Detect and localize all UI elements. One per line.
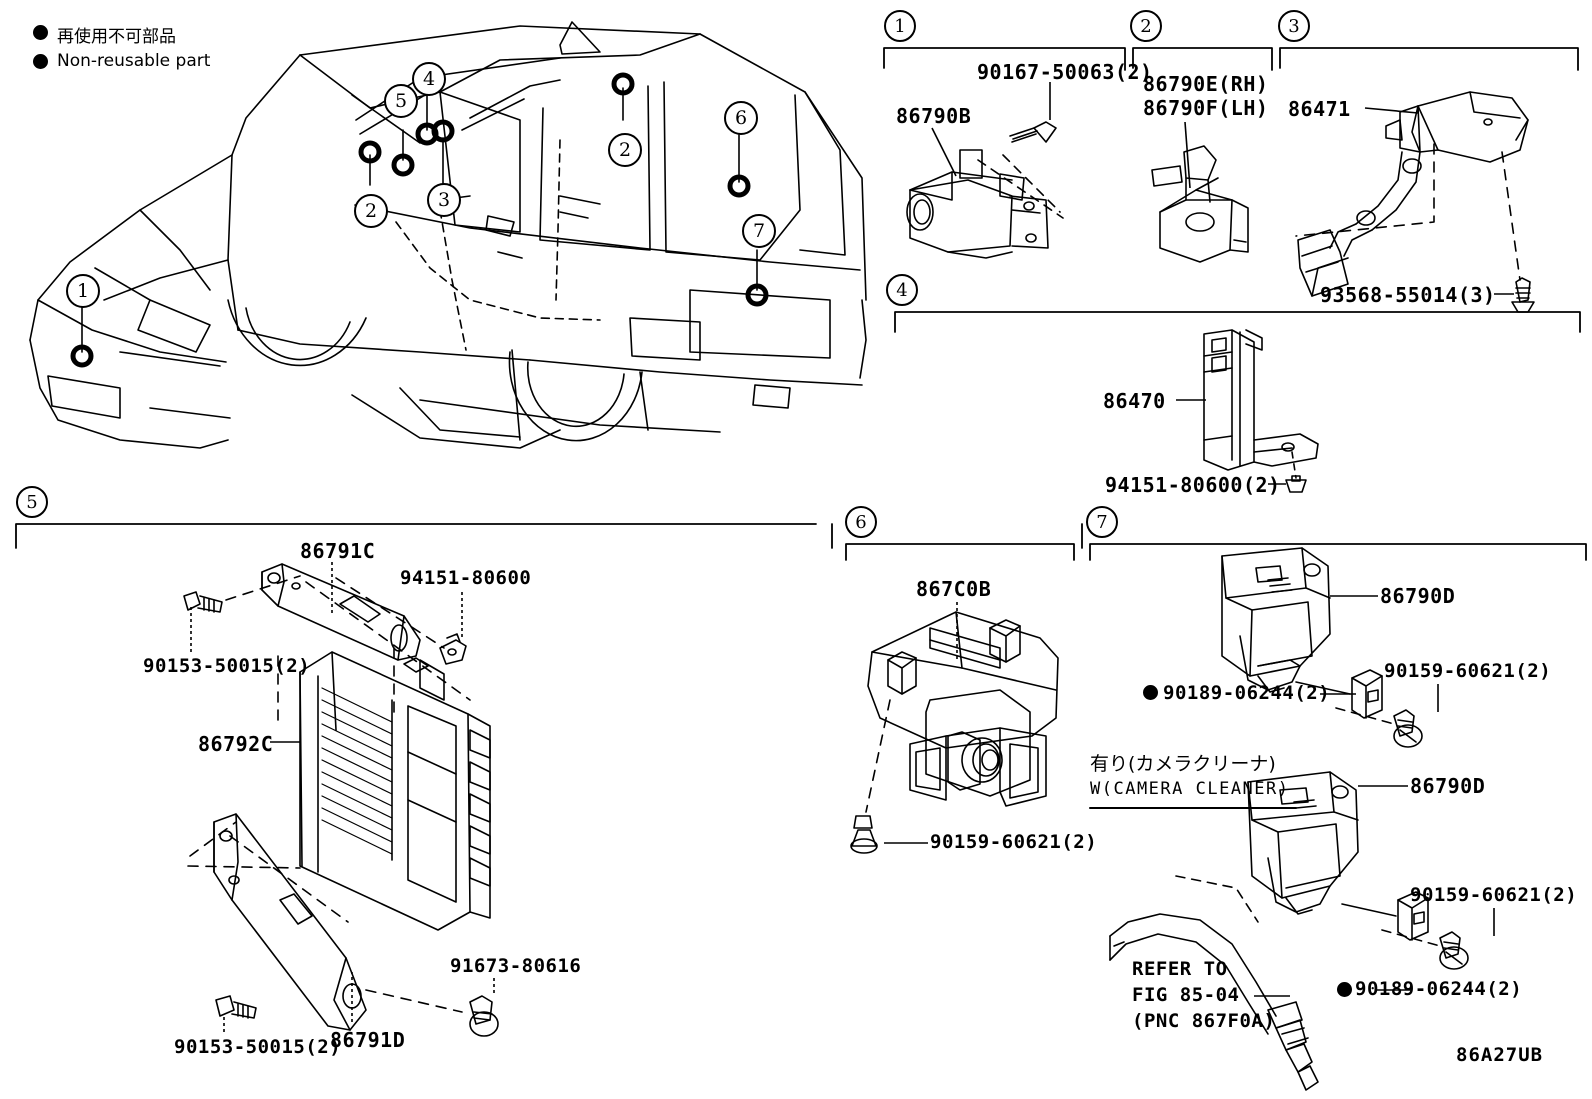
vehicle-callout-5[interactable]: 5 [384,84,418,118]
nonreusable-dot-90189-upper [1143,685,1158,700]
note-refer-line3: (PNC 867F0A) [1132,1010,1276,1032]
callout-label: 4 [422,68,436,90]
note-camera-cleaner-en: W(CAMERA CLEANER) [1090,779,1290,799]
section1-artwork [906,121,1064,259]
vehicle-callout-2b[interactable]: 2 [608,133,642,167]
section7-lower-artwork [1109,771,1469,1091]
part-label-90167-50063: 90167-50063(2) [977,60,1153,84]
part-label-86470: 86470 [1103,389,1166,413]
vehicle-callout-3[interactable]: 3 [427,183,461,217]
section-number: 4 [896,279,908,301]
section-marker-6[interactable]: 6 [845,506,877,538]
part-label-90159-60621-s7-lower: 90159-60621(2) [1410,884,1578,906]
vehicle-callout-7[interactable]: 7 [742,214,776,248]
vehicle-callout-1[interactable]: 1 [66,274,100,308]
section4-artwork [1203,329,1319,493]
part-label-90153-50015-lower: 90153-50015(2) [174,1036,342,1058]
note-refer-line1: REFER TO [1132,958,1228,980]
section5-artwork [183,563,499,1037]
part-label-86792C: 86792C [198,732,274,756]
section6-artwork [850,611,1059,854]
part-label-86790B: 86790B [896,104,972,128]
vehicle-callout-2a[interactable]: 2 [354,194,388,228]
note-camera-cleaner-jp: 有り(カメラクリーナ) [1090,753,1276,775]
callout-label: 2 [618,139,632,161]
part-label-86471: 86471 [1288,97,1351,121]
part-label-90189-06244-lower: 90189-06244(2) [1355,978,1523,1000]
part-label-86790F-LH: 86790F(LH) [1143,96,1269,120]
part-label-93568-55014: 93568-55014(3) [1320,283,1496,307]
callout-label: 2 [364,200,378,222]
callout-label: 1 [76,280,90,302]
section5-bracket [15,523,817,549]
part-label-86790E-RH: 86790E(RH) [1143,72,1269,96]
vehicle-callout-leaders [70,72,769,368]
callout-label: 7 [752,220,766,242]
section-brackets-top [883,47,1579,71]
part-label-86791C: 86791C [300,539,376,563]
vehicle-callout-6[interactable]: 6 [724,101,758,135]
part-label-86790D-upper: 86790D [1380,584,1456,608]
section-number: 6 [855,511,867,533]
vehicle-callout-4[interactable]: 4 [412,62,446,96]
part-label-90159-60621-s7-upper: 90159-60621(2) [1384,660,1552,682]
section-marker-7[interactable]: 7 [1086,506,1118,538]
section3-artwork [1295,91,1535,313]
section-number: 3 [1288,15,1300,37]
section-marker-2[interactable]: 2 [1130,10,1162,42]
section7-bracket [1081,523,1587,561]
section-number: 7 [1096,511,1108,533]
part-label-90153-50015-upper: 90153-50015(2) [143,655,311,677]
part-label-94151-80600-s5: 94151-80600 [400,567,532,589]
nonreusable-dot-90189-lower [1337,982,1352,997]
part-label-91673-80616: 91673-80616 [450,955,582,977]
nonreusable-legend-dot-en [33,54,48,69]
part-label-86791D: 86791D [330,1028,406,1052]
section6-bracket [831,523,1075,561]
part-label-94151-80600-s4: 94151-80600(2) [1105,473,1281,497]
section-number: 1 [894,15,906,37]
section4-bracket [894,311,1581,333]
note-refer-line2: FIG 85-04 [1132,984,1240,1006]
callout-label: 6 [734,107,748,129]
section2-artwork [1151,145,1249,263]
part-label-90189-06244-upper: 90189-06244(2) [1163,682,1331,704]
figure-code: 86A27UB [1456,1044,1544,1066]
section-marker-5[interactable]: 5 [16,486,48,518]
legend-japanese: 再使用不可部品 [57,27,176,47]
section-number: 2 [1140,15,1152,37]
section-number: 5 [26,491,38,513]
callout-label: 5 [394,90,408,112]
section-marker-1[interactable]: 1 [884,10,916,42]
nonreusable-legend-dot-jp [33,25,48,40]
section-marker-4[interactable]: 4 [886,274,918,306]
callout-label: 3 [437,189,451,211]
part-label-867C0B: 867C0B [916,577,992,601]
part-label-86790D-lower: 86790D [1410,774,1486,798]
section7-upper-artwork [1221,547,1423,748]
section-marker-3[interactable]: 3 [1278,10,1310,42]
part-label-90159-60621-s6: 90159-60621(2) [930,831,1098,853]
legend-english: Non-reusable part [57,51,211,71]
